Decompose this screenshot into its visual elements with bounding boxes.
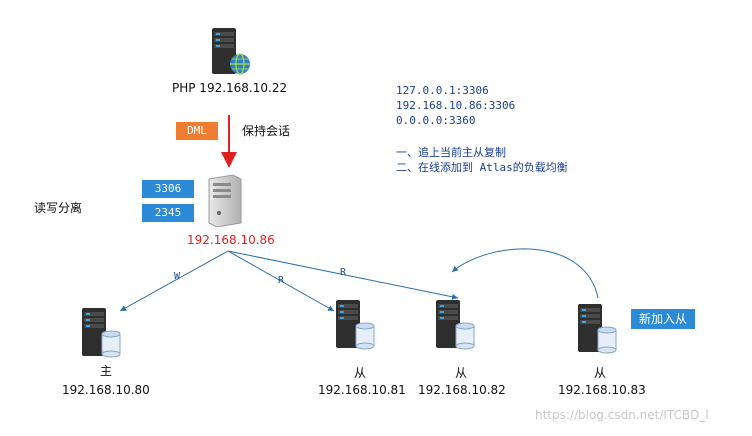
read-edge-81 xyxy=(227,250,335,312)
db-server-icon xyxy=(334,296,380,356)
listen-address-1: 127.0.0.1:3306 xyxy=(396,84,489,97)
listen-address-2: 192.168.10.86:3306 xyxy=(396,99,516,112)
proxy-port-3306: 3306 xyxy=(142,180,194,198)
proxy-ip: 192.168.10.86 xyxy=(187,233,275,247)
php-node-label: PHP 192.168.10.22 xyxy=(172,81,288,95)
server-ip-81: 192.168.10.81 xyxy=(318,383,406,397)
server-ip-80: 192.168.10.80 xyxy=(62,383,150,397)
rw-split-label: 读写分离 xyxy=(34,201,83,215)
server-role-slave-83: 从 xyxy=(594,366,607,380)
write-edge xyxy=(119,250,229,312)
read-edge-82 xyxy=(227,250,459,300)
read-edge-label-81: R xyxy=(278,275,285,286)
join-curve-arrow xyxy=(451,248,599,299)
proxy-port-2345: 2345 xyxy=(142,204,194,222)
server-ip-82: 192.168.10.82 xyxy=(418,383,506,397)
write-edge-label: W xyxy=(174,271,181,282)
new-slave-tag: 新加入从 xyxy=(631,309,695,329)
session-label: 保持会话 xyxy=(242,124,291,138)
db-server-icon xyxy=(434,296,480,356)
server-role-slave-81: 从 xyxy=(354,366,367,380)
server-role-slave-82: 从 xyxy=(455,366,468,380)
php-server-icon xyxy=(206,22,254,82)
note-2: 二、在线添加到 Atlas的负载均衡 xyxy=(396,161,568,174)
server-role-master: 主 xyxy=(100,364,113,378)
watermark: https://blog.csdn.net/ITCBD_l xyxy=(535,408,709,422)
server-ip-83: 192.168.10.83 xyxy=(558,383,646,397)
note-1: 一、追上当前主从复制 xyxy=(396,146,506,159)
dml-tag: DML xyxy=(176,122,218,140)
db-server-icon xyxy=(80,304,126,364)
read-edge-label-82: R xyxy=(340,267,347,278)
db-server-icon xyxy=(576,300,622,360)
proxy-server-icon xyxy=(205,173,245,231)
listen-address-3: 0.0.0.0:3360 xyxy=(396,114,476,127)
